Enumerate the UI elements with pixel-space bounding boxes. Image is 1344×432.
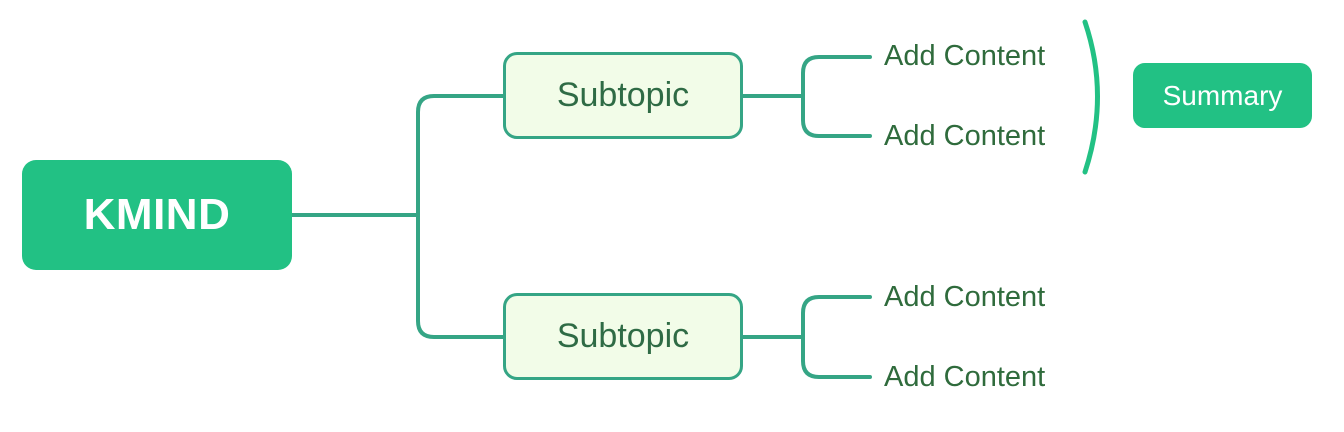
subtopic-node-2[interactable]: Subtopic xyxy=(503,293,743,380)
add-content-leaf-2[interactable]: Add Content xyxy=(884,120,1046,152)
connector-branch-1-lower xyxy=(801,94,872,138)
subtopic-node-2-label: Subtopic xyxy=(556,317,690,355)
connector-branch-2-lower xyxy=(801,335,872,379)
connector-branch-2-upper xyxy=(801,295,872,339)
summary-node-label: Summary xyxy=(1162,79,1283,111)
add-content-leaf-3[interactable]: Add Content xyxy=(884,281,1046,313)
subtopic-node-1[interactable]: Subtopic xyxy=(503,52,743,139)
add-content-leaf-4[interactable]: Add Content xyxy=(884,361,1046,393)
connector-branch-1-upper xyxy=(801,55,872,98)
summary-brace-icon xyxy=(1082,19,1100,175)
root-node-label: KMIND xyxy=(83,190,231,239)
connector-trunk-upper xyxy=(416,94,505,217)
subtopic-node-1-label: Subtopic xyxy=(556,76,690,114)
root-node-kmind[interactable]: KMIND xyxy=(22,160,292,270)
add-content-leaf-1[interactable]: Add Content xyxy=(884,40,1046,72)
summary-node[interactable]: Summary xyxy=(1133,63,1312,128)
connector-trunk-lower xyxy=(416,213,505,339)
